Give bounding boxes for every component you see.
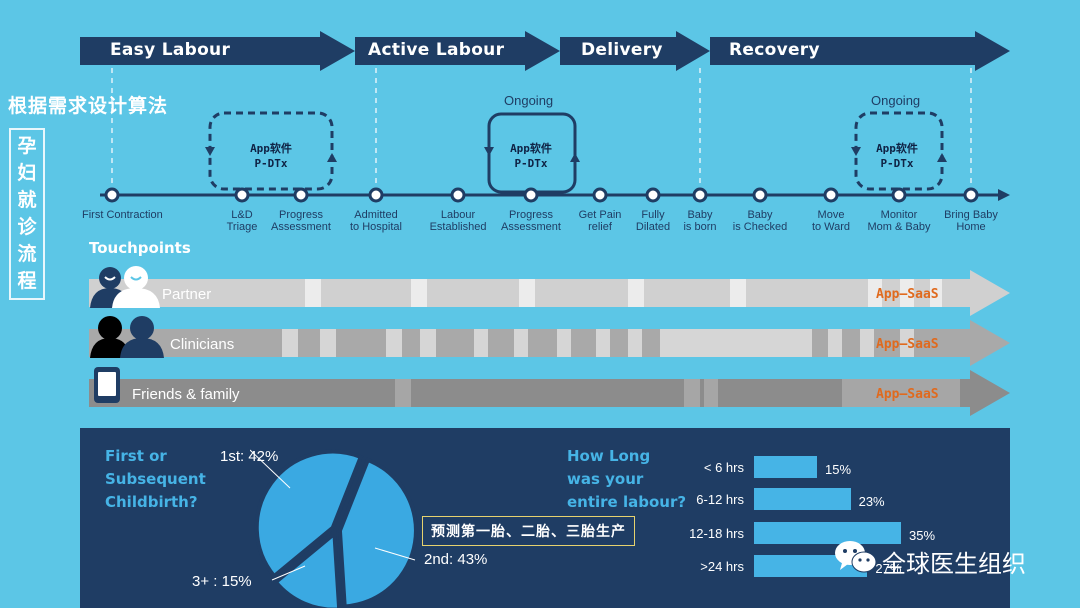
ongoing-label-1: Ongoing: [504, 93, 554, 108]
touchpoint-bars: [89, 270, 1010, 416]
stage-arrow-easy-labour: [80, 31, 355, 71]
duration-bar: [754, 522, 901, 544]
friends-bar: [89, 370, 1010, 416]
stage-dividers: [111, 68, 972, 188]
pie-label-3plus: 3+ : 15%: [192, 573, 252, 590]
ongoing-label-2: Ongoing: [871, 93, 921, 108]
app-code: P-DTx: [514, 157, 548, 170]
stage-arrow-active-labour: [355, 31, 560, 71]
duration-bar: [754, 488, 851, 510]
partner-bar-segments: [305, 279, 942, 307]
wechat-icon: [835, 541, 877, 573]
bar-label: 12-18 hrs: [689, 526, 744, 541]
bar-label: 6-12 hrs: [696, 492, 744, 507]
clinicians-label: Clinicians: [170, 336, 235, 353]
prediction-label: 预测第一胎、二胎、三胎生产: [422, 516, 635, 546]
algorithm-title: 根据需求设计算法: [8, 95, 169, 117]
app-box-3: App软件 P-DTx: [862, 141, 932, 171]
timeline-nodes: [104, 187, 979, 203]
pie-slice-3plus: [273, 529, 342, 608]
touchpoints-title: Touchpoints: [89, 239, 191, 257]
vertical-title-char: 孕: [17, 135, 37, 157]
stage-delivery: Delivery: [581, 40, 663, 60]
friends-bar-segments: [395, 379, 960, 407]
duration-bar: [754, 456, 817, 478]
bar-value: 35%: [909, 528, 936, 543]
vertical-title-char: 程: [17, 270, 37, 292]
labour-length-question: How Long was your entire labour?: [567, 447, 687, 511]
childbirth-question: First or Subsequent Childbirth?: [105, 447, 206, 511]
bar-label: >24 hrs: [700, 559, 744, 574]
timeline: [100, 68, 1010, 203]
vertical-title-char: 流: [17, 243, 37, 265]
app-name: App软件: [250, 142, 292, 155]
clinicians-bar-segments: [282, 329, 914, 357]
pie-label-1st: 1st: 42%: [220, 448, 279, 465]
bar-value: 23%: [858, 494, 885, 509]
bar-value: 27%: [875, 561, 902, 576]
vertical-title-char: 妇: [17, 162, 37, 184]
vertical-title-box: 孕 妇 就 诊 流 程: [9, 128, 45, 300]
clinicians-saas-tag: App—SaaS: [876, 337, 939, 352]
friends-saas-tag: App—SaaS: [876, 387, 939, 402]
partner-icon: [90, 266, 160, 308]
stage-arrow-recovery: [710, 31, 1010, 71]
stage-active-labour: Active Labour: [368, 40, 505, 60]
timeline-label: First Contraction: [82, 209, 163, 221]
watermark: 全球医生组织: [882, 550, 1026, 578]
phone-icon: [94, 367, 120, 403]
pie-leader-lines: [250, 449, 416, 581]
friends-family-label: Friends & family: [132, 386, 240, 403]
pie-slice-1st: [254, 449, 364, 579]
pie-slice-2nd: [337, 457, 418, 608]
stage-easy-labour: Easy Labour: [110, 40, 231, 60]
app-box-2: App软件 P-DTx: [496, 141, 566, 171]
stage-recovery: Recovery: [729, 40, 820, 60]
vertical-title-char: 诊: [17, 216, 37, 238]
app-box-1: App软件 P-DTx: [236, 141, 306, 171]
timeline-arrowhead: [998, 189, 1010, 201]
bar-value: 15%: [825, 462, 852, 477]
childbirth-pie-chart: [250, 449, 418, 608]
partner-saas-tag: App—SaaS: [876, 287, 939, 302]
vertical-title-char: 就: [17, 189, 37, 211]
app-code: P-DTx: [254, 157, 288, 170]
pie-label-2nd: 2nd: 43%: [424, 551, 488, 568]
stage-arrow-delivery: [560, 31, 710, 71]
stage-arrows: [80, 31, 1010, 71]
bar-label: < 6 hrs: [703, 460, 744, 475]
app-name: App软件: [510, 142, 552, 155]
clinicians-icon: [90, 316, 164, 358]
partner-label: Partner: [162, 286, 212, 303]
app-code: P-DTx: [880, 157, 914, 170]
app-name: App软件: [876, 142, 918, 155]
